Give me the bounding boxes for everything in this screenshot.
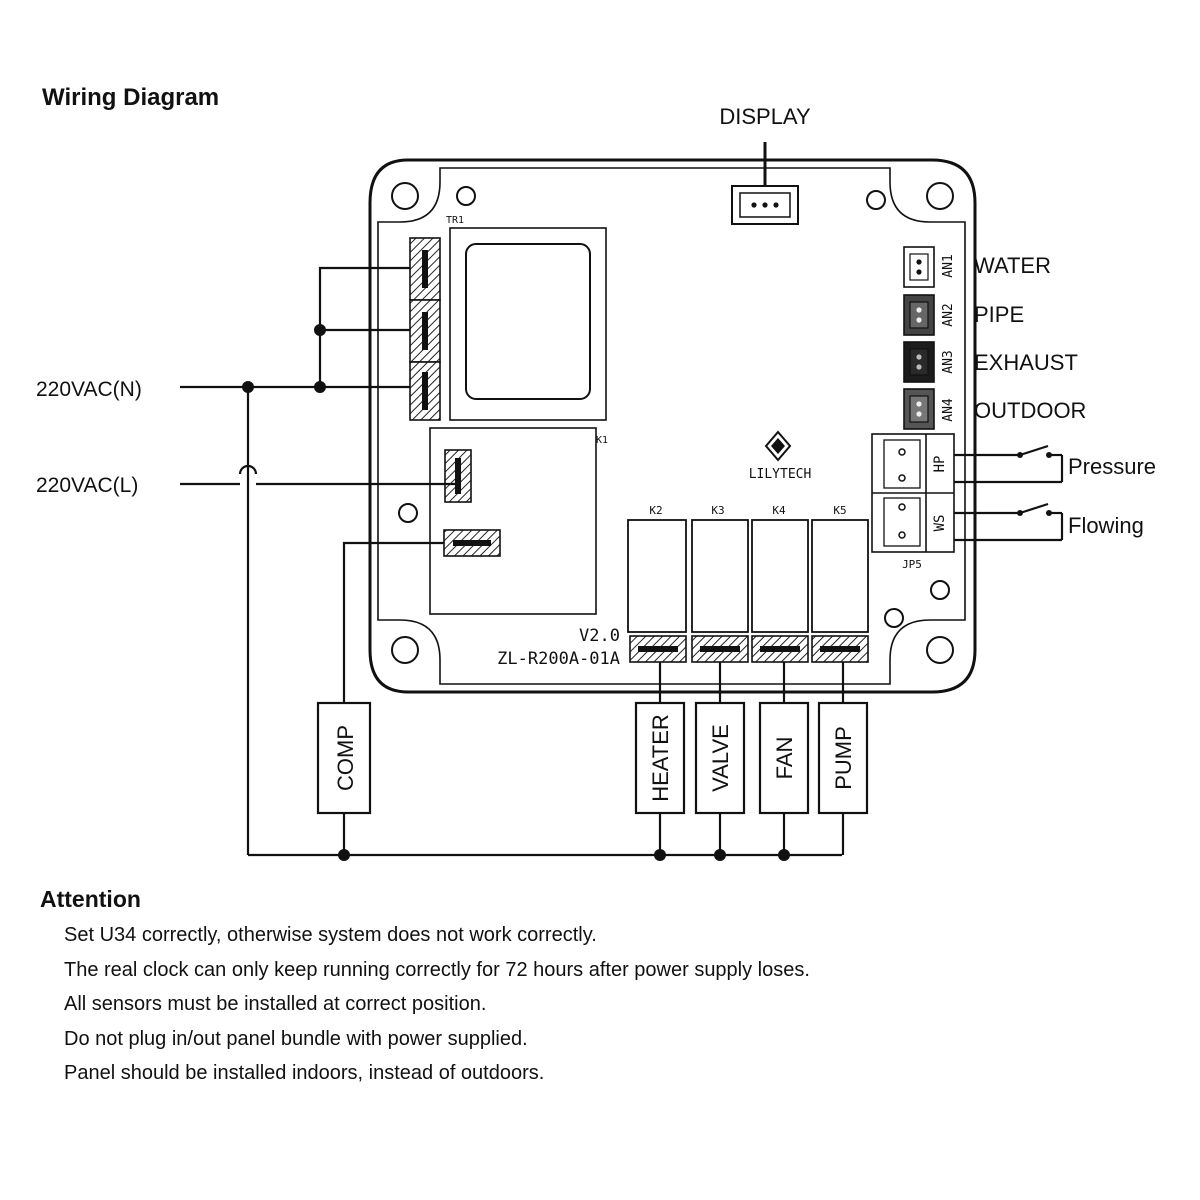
mounting-hole-tr2	[866, 190, 886, 210]
display-label: DISPLAY	[719, 104, 811, 129]
heater-box	[634, 701, 686, 815]
port-label-ws: WS	[932, 515, 948, 532]
line-label: 220VAC(L)	[36, 474, 138, 497]
lilytech-logo-icon	[764, 430, 792, 462]
heater-label: HEATER	[648, 714, 673, 802]
fan-label: FAN	[772, 737, 797, 780]
sensor-label-pipe: PIPE	[974, 302, 1024, 327]
mounting-hole-bl	[391, 636, 419, 664]
relay-label-k3: K3	[711, 504, 724, 517]
mounting-hole-ml	[398, 503, 418, 523]
pump-label: PUMP	[831, 726, 856, 790]
output-relays	[627, 519, 869, 633]
sensor-label-outdoor: OUTDOOR	[974, 398, 1086, 423]
board-model: ZL-R200A-01A	[497, 649, 620, 669]
sensor-label-exhaust: EXHAUST	[974, 350, 1078, 375]
mounting-hole-br	[926, 636, 954, 664]
attention-note: All sensors must be installed at correct…	[64, 993, 487, 1015]
attention-note: The real clock can only keep running cor…	[64, 958, 810, 981]
relay-label-k5: K5	[833, 504, 846, 517]
controller-board: TR1 K1	[368, 158, 977, 694]
power-terminal-strip	[409, 237, 441, 421]
pump-box	[817, 701, 869, 815]
relay-label-k2: K2	[649, 504, 662, 517]
attention-note: Do not plug in/out panel bundle with pow…	[64, 1027, 528, 1050]
brand-name: LILYTECH	[749, 467, 812, 482]
wire-junctions	[242, 324, 1052, 861]
mounting-hole-tl2	[456, 186, 476, 206]
relay-label-k4: K4	[772, 504, 786, 517]
mounting-hole-tl	[391, 182, 419, 210]
wiring	[180, 142, 1064, 857]
neutral-label: 220VAC(N)	[36, 378, 142, 401]
port-label-an3: AN3	[941, 350, 956, 373]
board-inner-outline	[377, 167, 966, 685]
port-label-an1: AN1	[941, 254, 956, 277]
attention-note: Panel should be installed indoors, inste…	[64, 1062, 545, 1084]
switch-terminal-block	[871, 433, 955, 553]
attention-notes: Set U34 correctly, otherwise system does…	[64, 922, 810, 1095]
board-version: V2.0	[579, 626, 620, 646]
load-boxes	[316, 701, 869, 815]
compressor-relay-label: K1	[596, 435, 608, 446]
page-title: Wiring Diagram	[42, 84, 220, 111]
attention-heading: Attention	[40, 886, 141, 912]
port-label-an2: AN2	[941, 303, 956, 326]
transformer-core	[465, 243, 591, 400]
comp-label: COMP	[333, 725, 358, 791]
valve-label: VALVE	[708, 724, 733, 792]
attention-note: Set U34 correctly, otherwise system does…	[64, 924, 597, 946]
output-terminals	[629, 635, 869, 663]
fan-box	[758, 701, 810, 815]
transformer-label: TR1	[446, 215, 464, 226]
switch-label-flowing: Flowing	[1068, 513, 1144, 538]
port-label-hp: HP	[932, 456, 948, 473]
sensor-connectors	[903, 246, 935, 430]
jumper-label: JP5	[902, 558, 922, 571]
mounting-hole-mr2	[884, 608, 904, 628]
switch-label-pressure: Pressure	[1068, 454, 1156, 479]
mounting-hole-mr	[930, 580, 950, 600]
port-label-an4: AN4	[941, 398, 956, 422]
mounting-hole-tr	[926, 182, 954, 210]
comp-box	[316, 701, 372, 815]
sensor-label-water: WATER	[974, 253, 1051, 278]
valve-box	[694, 701, 746, 815]
